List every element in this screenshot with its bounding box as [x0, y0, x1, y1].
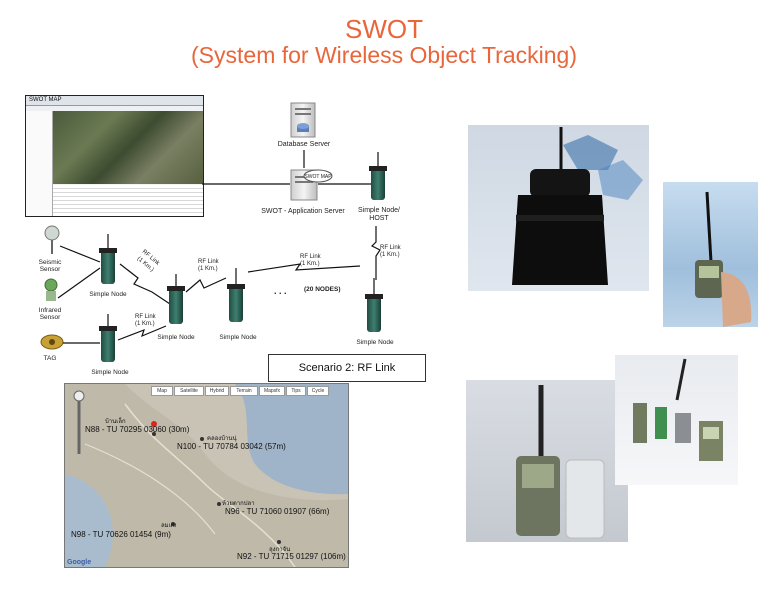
node-label-bottom-left: Simple Node — [91, 369, 129, 376]
node-label-middle: Simple Node — [157, 334, 195, 341]
swot-map-sidebar — [26, 111, 53, 216]
sensor-label-infrared-1: Infrared — [39, 307, 62, 314]
marker-code-n92: N92 - TU 71715 01297 (106m) — [237, 552, 346, 561]
app-server-label: SWOT - Application Server — [261, 208, 345, 215]
middle-rf-link-label-2: (1 Km.) — [198, 266, 218, 272]
simple-node-icon-middle — [167, 274, 185, 324]
simple-node-icon-bottom-left — [99, 314, 117, 362]
diagonal-rf-link — [119, 263, 171, 305]
marker-thai-n92: ลุงกาจัน — [269, 546, 291, 553]
bottom-rf-link-label-1: RF Link — [135, 314, 157, 320]
vertical-rf-link — [370, 226, 381, 280]
marker-code-n88: N88 - TU 70295 03060 (30m) — [85, 425, 190, 434]
map-tab-terrain[interactable]: Terrain — [230, 386, 258, 396]
page-subtitle: (System for Wireless Object Tracking) — [191, 42, 577, 68]
simple-node-icon-top-left — [99, 234, 117, 284]
right-rf-link-label-2: (1 Km.) — [300, 261, 320, 267]
vertical-rf-link-label-2: (1 Km.) — [380, 252, 400, 258]
map-tab-hybrid[interactable]: Hybrid — [205, 386, 229, 396]
app-server-badge: SWOT MAP — [304, 174, 332, 180]
marker-thai-n88: บ้านเล็ก — [105, 418, 126, 425]
terrain-map[interactable]: Map Satellite Hybrid Terrain Mapsfx Tips… — [64, 383, 349, 568]
infrared-connector — [57, 267, 101, 299]
device-photo-handheld — [663, 182, 758, 327]
marker-code-n98: N98 - TU 70626 01454 (9m) — [71, 530, 171, 539]
map-tab-satellite[interactable]: Satellite — [174, 386, 204, 396]
simple-node-icon-far-right — [365, 278, 383, 332]
node-label-top-left: Simple Node — [89, 291, 127, 298]
node-label-right-mid: Simple Node — [219, 334, 257, 341]
middle-rf-link-label-1: RF Link — [198, 259, 220, 265]
host-node-label-2: HOST — [369, 215, 389, 222]
google-logo: Google — [67, 559, 92, 566]
sensor-label-seismic-1: Seismic — [39, 259, 63, 266]
chain-count: (20 NODES) — [304, 286, 340, 293]
host-node-label-1: Simple Node/ — [358, 207, 400, 214]
swot-map-data-grid — [53, 185, 203, 216]
tag-icon — [40, 334, 64, 350]
swot-map-titlebar: SWOT MAP — [26, 96, 203, 106]
app-server-icon — [290, 169, 333, 201]
vertical-rf-link-label-1: RF Link — [380, 245, 402, 251]
host-node-icon — [369, 152, 387, 200]
right-rf-link — [247, 263, 361, 273]
marker-thai-n96: ห้วยตากปลา — [222, 500, 255, 507]
middle-rf-link — [185, 277, 227, 293]
map-tab-map[interactable]: Map — [151, 386, 173, 396]
database-server-icon — [290, 102, 316, 138]
simple-node-icon-right-mid — [227, 268, 245, 322]
right-rf-link-label-1: RF Link — [300, 254, 322, 260]
map-terrain-shapes — [65, 384, 348, 567]
map-tab-tips[interactable]: Tips — [286, 386, 306, 396]
database-server-label: Database Server — [278, 141, 331, 148]
seismic-sensor-icon — [44, 225, 60, 254]
device-render-exploded — [615, 355, 738, 485]
device-render-front — [466, 380, 628, 542]
scenario-box: Scenario 2: RF Link — [268, 354, 426, 382]
marker-code-n96: N96 - TU 71060 01907 (66m) — [225, 507, 330, 516]
node-label-far-right: Simple Node — [356, 339, 394, 346]
sensor-label-infrared-2: Sensor — [40, 314, 61, 321]
map-tab-mapsfx[interactable]: Mapsfx — [259, 386, 285, 396]
map-tab-cycle[interactable]: Cycle — [307, 386, 329, 396]
seismic-connector — [59, 245, 101, 263]
device-photo-node — [468, 125, 649, 291]
bottom-rf-link-label-2: (1 Km.) — [135, 321, 155, 327]
swot-map-satellite-view — [53, 111, 203, 184]
marker-code-n100: N100 - TU 70784 03042 (57m) — [177, 442, 286, 451]
chain-dots: . . . — [274, 286, 287, 296]
marker-thai-n98: ลมแห — [161, 522, 177, 529]
sensor-label-seismic-2: Sensor — [40, 266, 61, 273]
bottom-rf-link — [117, 325, 167, 341]
sensor-label-tag: TAG — [44, 355, 57, 362]
page-title: SWOT — [345, 14, 423, 44]
infrared-sensor-icon — [44, 278, 58, 301]
marker-thai-n100: คลองบ้านนุ่ — [207, 435, 237, 442]
swot-map-window: SWOT MAP — [25, 95, 204, 217]
